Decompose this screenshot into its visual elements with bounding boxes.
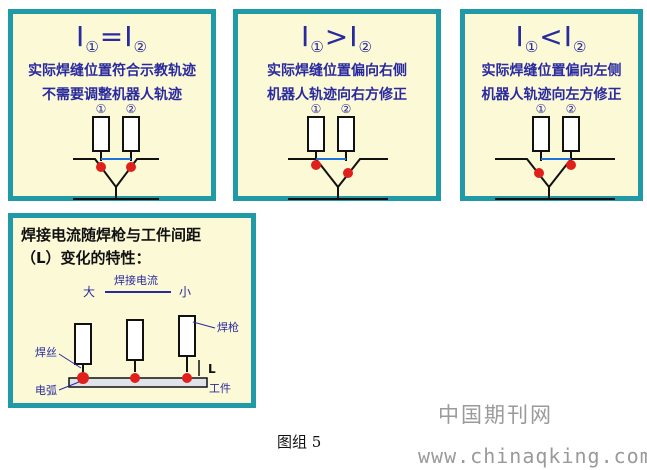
panel-title-line1: 焊接电流随焊枪与工件间距: [21, 226, 202, 244]
current-diagram: 大 焊接电流 小 L 焊枪 焊丝 电弧 工件: [35, 273, 239, 397]
desc-line1: 实际焊缝位置符合示教轨迹: [28, 63, 196, 79]
seam-diagram: ① ②: [288, 102, 388, 200]
arc-spark-icon: [343, 168, 353, 178]
label-small: 小: [179, 285, 191, 299]
panel-current-vs-distance: 焊接电流随焊枪与工件间距 （L）变化的特性： 大 焊接电流 小 L 焊枪 焊丝 …: [8, 213, 256, 408]
label-distance: L: [208, 362, 216, 376]
torch-label-left: ①: [536, 102, 547, 116]
torch-label-left: ①: [311, 102, 322, 116]
figure-caption: 图组 5: [277, 433, 322, 451]
torch-label-right: ②: [341, 102, 352, 116]
arc-spark-icon: [566, 160, 576, 170]
torch-label-right: ②: [566, 102, 577, 116]
desc-line2: 机器人轨迹向右方修正: [267, 87, 407, 103]
panel-equal: I①=I② 实际焊缝位置符合示教轨迹 不需要调整机器人轨迹 ① ②: [8, 9, 216, 201]
arc-spark-icon: [182, 373, 192, 383]
panel-title-line2: （L）变化的特性：: [21, 249, 151, 267]
torch-label-right: ②: [126, 102, 137, 116]
arc-spark-icon: [130, 373, 140, 383]
arc-spark-icon: [534, 168, 544, 178]
equation: I①=I②: [76, 20, 148, 56]
panel-greater: I①>I② 实际焊缝位置偏向右侧 机器人轨迹向右方修正 ① ②: [233, 9, 441, 201]
desc-line1: 实际焊缝位置偏向左侧: [481, 63, 622, 79]
label-wire: 焊丝: [35, 345, 57, 359]
label-arc: 电弧: [35, 383, 57, 397]
arc-spark-icon: [96, 162, 106, 172]
seam-diagram: ① ②: [495, 102, 615, 200]
label-current: 焊接电流: [114, 273, 158, 287]
desc-line2: 机器人轨迹向左方修正: [481, 87, 622, 103]
equation: I①<I②: [515, 20, 588, 56]
panel-less: I①<I② 实际焊缝位置偏向左侧 机器人轨迹向左方修正 ① ②: [460, 9, 643, 201]
watermark-cn: 中国期刊网: [438, 403, 553, 427]
arc-spark-icon: [311, 160, 321, 170]
label-big: 大: [83, 285, 95, 299]
seam-diagram: ① ②: [73, 102, 159, 200]
equation: I①>I②: [301, 20, 373, 56]
watermark-url: www.chinaqking.com: [418, 444, 647, 468]
label-torch: 焊枪: [217, 320, 239, 334]
torch-label-left: ①: [96, 102, 107, 116]
arc-spark-icon: [77, 372, 89, 384]
label-workpiece: 工件: [209, 382, 231, 395]
arc-spark-icon: [126, 162, 136, 172]
desc-line1: 实际焊缝位置偏向右侧: [267, 63, 407, 79]
desc-line2: 不需要调整机器人轨迹: [42, 87, 182, 103]
